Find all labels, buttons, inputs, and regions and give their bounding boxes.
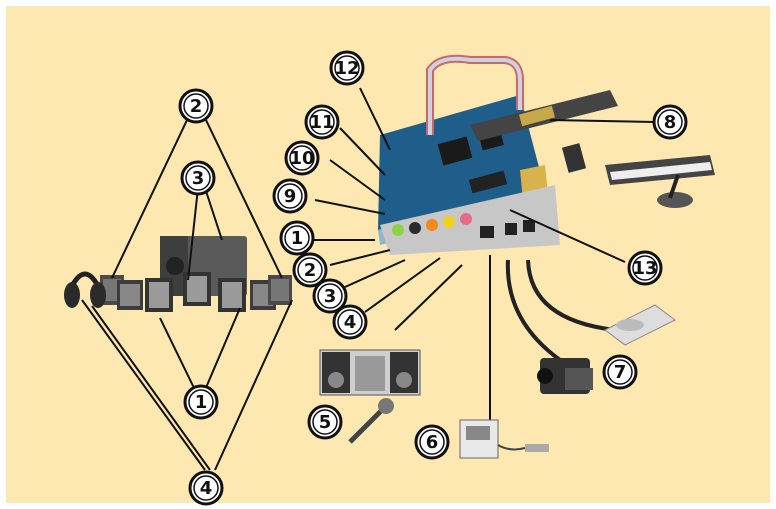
callout-number: 4 — [200, 478, 213, 499]
callout-number: 7 — [614, 362, 627, 383]
callout-10: 10 — [284, 140, 320, 176]
callout-9: 9 — [272, 178, 308, 214]
joystick-icon — [657, 174, 693, 208]
game-port-connector-icon — [561, 143, 587, 173]
callout-number: 5 — [319, 412, 332, 433]
callout-number: 8 — [664, 112, 677, 133]
satellite-speaker-icon — [100, 272, 292, 312]
callout-7: 7 — [602, 354, 638, 390]
external-drive-icon — [604, 304, 676, 346]
callout-5: 5 — [307, 404, 343, 440]
callout-number: 3 — [192, 168, 205, 189]
cable-lines — [312, 87, 656, 420]
callout-13: 13 — [627, 250, 663, 286]
callout-1: 1 — [183, 384, 219, 420]
midi-keyboard-icon — [605, 155, 715, 185]
callout-8: 8 — [652, 104, 688, 140]
callout-number: 9 — [284, 186, 297, 207]
callout-number: 10 — [289, 148, 314, 169]
callout-6: 6 — [414, 424, 450, 460]
microphone-icon — [348, 398, 394, 444]
callout-2: 2 — [292, 252, 328, 288]
headphones-icon — [64, 271, 106, 308]
sound-card-icon — [378, 54, 618, 255]
callout-number: 11 — [309, 112, 334, 133]
callout-number: 2 — [190, 96, 203, 117]
callout-3: 3 — [312, 278, 348, 314]
callout-number: 4 — [344, 312, 357, 333]
callout-3: 3 — [180, 160, 216, 196]
callout-number: 2 — [304, 260, 317, 281]
callout-number: 1 — [291, 228, 304, 249]
callout-number: 6 — [426, 432, 439, 453]
callout-12: 12 — [329, 50, 365, 86]
camcorder-icon — [537, 358, 593, 394]
callout-4: 4 — [332, 304, 368, 340]
callout-number: 3 — [324, 286, 337, 307]
callout-number: 13 — [632, 258, 657, 279]
stereo-system-icon — [319, 349, 421, 396]
speaker-leader-lines — [81, 117, 293, 471]
callout-2: 2 — [178, 88, 214, 124]
digital-audio-device-icon — [459, 419, 549, 459]
callout-number: 12 — [334, 58, 359, 79]
callout-number: 1 — [195, 392, 208, 413]
callout-11: 11 — [304, 104, 340, 140]
speaker-system — [64, 117, 293, 471]
callout-4: 4 — [188, 470, 224, 506]
audio-jack-row — [392, 213, 472, 236]
callout-1: 1 — [279, 220, 315, 256]
